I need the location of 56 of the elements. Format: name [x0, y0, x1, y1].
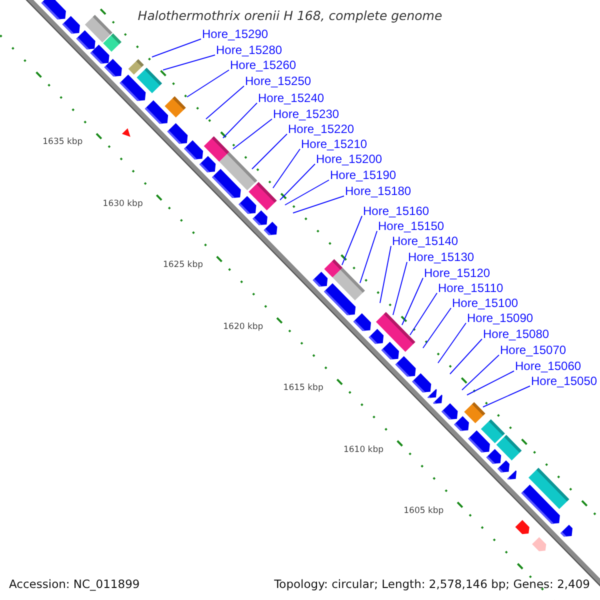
gene-label: Hore_15180 — [345, 185, 412, 198]
footer-text: Accession: NC_011899 — [9, 577, 140, 591]
position-label: 1630 kbp — [102, 198, 143, 209]
leader-line — [272, 148, 300, 188]
leader-line — [422, 308, 452, 348]
leader-line — [360, 230, 378, 284]
position-label: 1605 kbp — [404, 506, 444, 516]
gene-label: Hore_15160 — [363, 205, 430, 218]
gene-label: Hore_15150 — [378, 220, 444, 233]
leader-line — [410, 292, 438, 336]
leader-line — [232, 118, 272, 150]
leader-line — [152, 38, 202, 58]
gene-label: Hore_15110 — [438, 282, 504, 295]
gene-label: Hore_15200 — [316, 153, 382, 166]
leader-line — [342, 216, 362, 266]
gene-label: Hore_15080 — [483, 328, 550, 341]
leader-line — [186, 70, 230, 98]
gene-label: Hore_15100 — [452, 297, 518, 310]
gene-label: Hore_15140 — [392, 235, 458, 248]
gene-label: Hore_15290 — [202, 28, 268, 41]
gene-label: Hore_15090 — [467, 312, 534, 325]
leader-line — [462, 354, 500, 390]
leader-line — [292, 196, 344, 214]
position-label: 1625 kbp — [162, 260, 204, 270]
position-label: 1635 kbp — [42, 137, 83, 148]
leader-line — [450, 338, 482, 374]
leader-line — [284, 180, 330, 206]
leader-line — [402, 278, 424, 326]
gene-label: Hore_15220 — [288, 123, 354, 136]
gene-label: Hore_15230 — [273, 108, 340, 121]
leader-line — [466, 370, 514, 396]
leader-line — [392, 262, 408, 316]
leader-line — [380, 246, 392, 304]
leader-line — [482, 386, 530, 408]
title: Halothermothrix orenii H 168, complete genome — [136, 8, 444, 23]
gene-label: Hore_15120 — [424, 267, 490, 280]
leader-line — [438, 322, 466, 364]
position-label: 1615 kbp — [283, 383, 324, 394]
leader-line — [252, 134, 288, 170]
gene-label: Hore_15070 — [500, 344, 566, 357]
position-label: 1620 kbp — [223, 322, 264, 332]
gene-label: Hore_15210 — [301, 138, 368, 151]
gene-label: Hore_15260 — [230, 59, 296, 72]
gene-label: Hore_15060 — [515, 360, 582, 373]
gene-label: Hore_15250 — [245, 75, 312, 88]
gene-label: Hore_15190 — [330, 169, 396, 182]
position-label: 1610 kbp — [343, 444, 384, 455]
leader-line — [222, 102, 258, 138]
footer-text: Topology: circular; Length: 2,578,146 bp; Genes: 2,409 — [274, 577, 590, 591]
gene-label: Hore_15280 — [216, 44, 282, 57]
leader-line — [280, 164, 316, 200]
leader-line — [162, 54, 216, 70]
gene-label: Hore_15130 — [408, 251, 474, 264]
leader-line — [206, 86, 244, 120]
gene-label: Hore_15050 — [531, 375, 598, 388]
gene-label: Hore_15240 — [258, 92, 324, 105]
